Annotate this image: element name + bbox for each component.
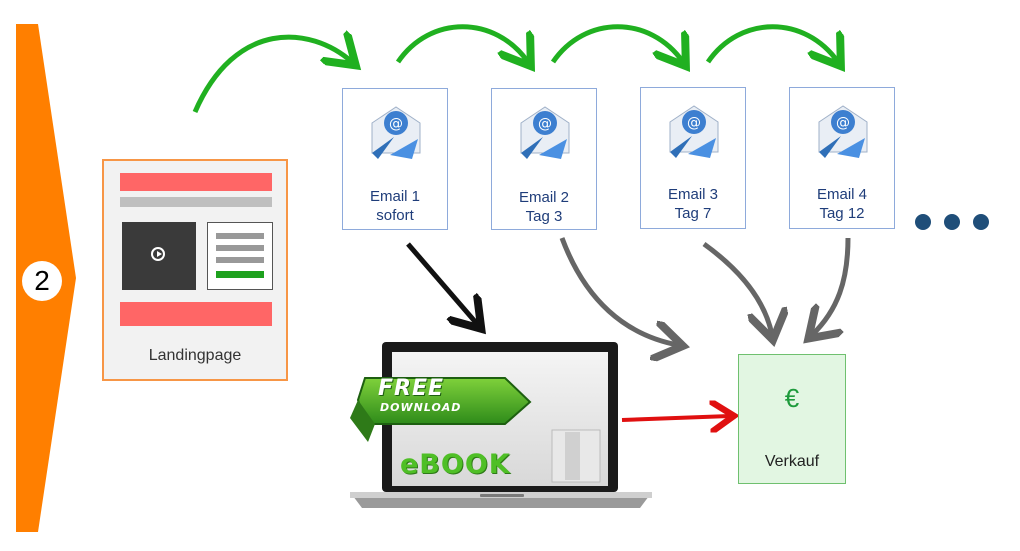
ellipsis-dot: [944, 214, 960, 230]
svg-text:@: @: [538, 116, 552, 132]
arrow-email3-to-email4: [705, 24, 838, 62]
email-3-title: Email 3: [667, 186, 719, 203]
email-4-box: @ Email 4 Tag 12: [789, 87, 895, 229]
arrow-email2-to-sale: [559, 237, 678, 345]
arrow-landing-to-email1: [192, 37, 352, 113]
email-envelope-icon: @: [371, 106, 421, 159]
arrow-email1-to-ebook: [406, 242, 478, 325]
landing-footer-bar: [120, 302, 272, 326]
email-envelope-icon: @: [818, 105, 868, 158]
email-1-title: Email 1: [369, 188, 421, 205]
landing-page-box: Landingpage: [102, 159, 288, 381]
email-envelope-icon: @: [669, 105, 719, 158]
landing-headline-bar: [120, 173, 272, 191]
step-number-badge: 2: [22, 261, 62, 301]
svg-text:@: @: [836, 115, 850, 131]
ellipsis-dot: [915, 214, 931, 230]
email-1-timing: sofort: [376, 207, 414, 224]
arrow-email3-to-sale: [702, 241, 772, 335]
landing-subline-bar: [120, 197, 272, 207]
badge-download-text: DOWNLOAD: [380, 401, 462, 414]
free-download-badge: [350, 377, 532, 442]
email-2-title: Email 2: [518, 189, 570, 206]
email-4-title: Email 4: [816, 186, 868, 203]
ellipsis-dot: [973, 214, 989, 230]
sale-box: € Verkauf: [738, 354, 846, 484]
play-icon: [151, 247, 165, 261]
landing-page-label: Landingpage: [148, 347, 242, 364]
email-4-timing: Tag 12: [819, 205, 865, 222]
email-2-box: @ Email 2 Tag 3: [491, 88, 597, 230]
form-line: [216, 257, 264, 263]
email-envelope-icon: @: [520, 106, 570, 159]
landing-form-block: [207, 222, 273, 290]
email-1-box: @ Email 1 sofort: [342, 88, 448, 230]
form-line: [216, 233, 264, 239]
email-3-timing: Tag 7: [674, 205, 712, 222]
arrow-email2-to-email3: [550, 24, 683, 62]
form-submit-bar: [216, 271, 264, 278]
arrow-email1-to-email2: [395, 24, 528, 62]
form-line: [216, 245, 264, 251]
email-3-box: @ Email 3 Tag 7: [640, 87, 746, 229]
badge-free-text: FREE: [378, 376, 445, 401]
ebook-title: eBOOK: [400, 449, 511, 480]
email-2-timing: Tag 3: [525, 208, 563, 225]
euro-symbol: €: [784, 383, 800, 413]
arrow-ebook-to-sale: [621, 416, 730, 420]
landing-video-block: [122, 222, 196, 290]
ellipsis-icon: [915, 214, 995, 230]
svg-text:@: @: [389, 116, 403, 132]
arrow-email4-to-sale: [812, 237, 851, 335]
svg-text:@: @: [687, 115, 701, 131]
sale-label: Verkauf: [764, 453, 820, 470]
